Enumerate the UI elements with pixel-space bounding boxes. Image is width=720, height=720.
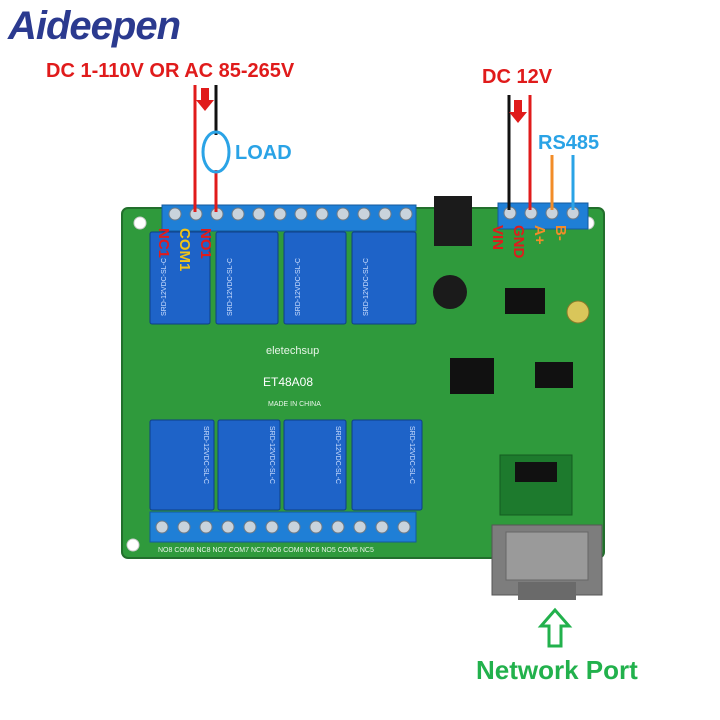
ic-chip-1 — [450, 358, 494, 394]
relay-marking-7: SRD-12VDC-SL-C — [334, 426, 341, 484]
terminal-a-plus: A+ — [531, 225, 548, 245]
regulator-chip — [505, 288, 545, 314]
relay-marking-6: SRD-12VDC-SL-C — [268, 426, 275, 484]
bottom-relays — [149, 419, 423, 511]
relay-marking-3: SRD-12VDC-SL-C — [295, 258, 302, 316]
capacitor — [566, 300, 590, 324]
top-terminal-block — [161, 204, 417, 232]
board-model-text: ET48A08 — [263, 375, 313, 389]
power-arrow-icon — [196, 88, 214, 111]
rs485-label: RS485 — [538, 132, 600, 154]
terminal-gnd: GND — [510, 225, 527, 259]
terminal-vin: VIN — [489, 225, 506, 251]
terminal-no1: NO1 — [197, 228, 214, 259]
bottom-terminal-block — [149, 511, 417, 543]
power-input-label: DC 1-110V OR AC 85-265V — [46, 60, 295, 82]
terminal-nc1: NC1 — [155, 228, 172, 259]
board-made-in-text: MADE IN CHINA — [268, 401, 321, 408]
network-port-label: Network Port — [476, 655, 638, 685]
terminal-b-minus: B- — [552, 225, 569, 241]
dc-supply-label: DC 12V — [482, 66, 553, 88]
network-arrow-icon — [537, 607, 573, 648]
dc-jack — [434, 196, 472, 246]
board-brand-text: eletechsup — [266, 345, 319, 357]
ic-chip-2 — [535, 362, 573, 388]
load-label: LOAD — [235, 142, 292, 164]
relay-marking-1: SRD-12VDC-SL-C — [161, 258, 168, 316]
dc-arrow-icon — [509, 100, 527, 123]
relay-marking-8: SRD-12VDC-SL-C — [408, 426, 415, 484]
load-symbol — [201, 130, 231, 174]
relay-marking-4: SRD-12VDC-SL-C — [363, 258, 370, 316]
relay-marking-2: SRD-12VDC-SL-C — [227, 258, 234, 316]
bottom-terminal-labels: NO8 COM8 NC8 NO7 COM7 NC7 NO6 COM6 NC6 N… — [158, 547, 374, 554]
top-relays — [149, 231, 417, 325]
terminal-com1: COM1 — [176, 228, 193, 272]
relay-marking-5: SRD-12VDC-SL-C — [202, 426, 209, 484]
buzzer — [433, 275, 467, 309]
aideepen-logo: Aideepen — [8, 4, 181, 48]
